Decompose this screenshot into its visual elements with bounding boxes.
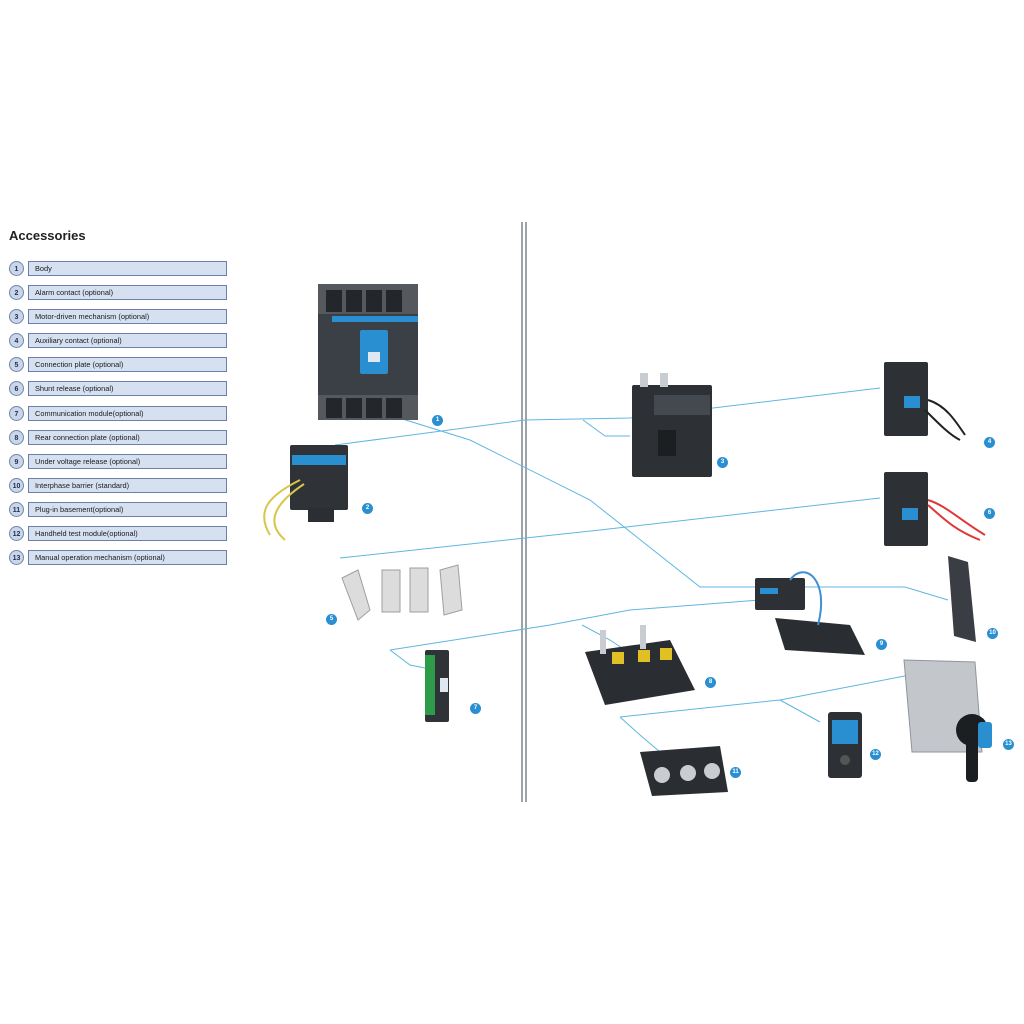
leader-line (389, 649, 426, 669)
leader-line (582, 419, 630, 437)
interphase-barrier-image (948, 556, 976, 642)
legend-label: Under voltage release (optional) (28, 453, 227, 469)
leader-line (389, 599, 761, 651)
legend-label: Plug-in basement(optional) (28, 501, 227, 517)
leader-line (779, 699, 821, 723)
legend-number: 4 (9, 333, 24, 349)
plug-in-basement-image (640, 746, 728, 796)
callout-badge: 10 (987, 628, 998, 639)
callout-badge: 8 (705, 677, 716, 688)
leader-line (619, 716, 661, 753)
legend-number: 7 (9, 405, 24, 421)
alarm-contact-image (263, 445, 348, 541)
manual-operation-mechanism-image (903, 659, 992, 782)
legend-number: 2 (9, 285, 24, 301)
callout-badge: 1 (432, 415, 443, 426)
divider-line (521, 222, 523, 802)
legend-label: Shunt release (optional) (28, 381, 227, 397)
page-title: Accessories (9, 228, 86, 243)
leader-lines (334, 387, 949, 753)
legend-label: Body (28, 261, 227, 276)
legend-number: 13 (9, 550, 24, 566)
legend-number: 9 (9, 453, 24, 469)
legend-label: Rear connection plate (optional) (28, 429, 227, 445)
leader-line (339, 497, 881, 559)
callout-badge: 11 (730, 767, 741, 778)
legend-label: Connection plate (optional) (28, 357, 227, 373)
rear-connection-plate-image (585, 625, 695, 705)
callout-badge: 9 (876, 639, 887, 650)
body-breaker-image (318, 284, 418, 420)
legend-label: Communication module(optional) (28, 405, 227, 421)
legend-label: Handheld test module(optional) (28, 526, 227, 542)
legend-number: 5 (9, 357, 24, 373)
motor-mechanism-image (632, 373, 712, 477)
legend-label: Motor-driven mechanism (optional) (28, 309, 227, 325)
legend-label: Manual operation mechanism (optional) (28, 550, 227, 566)
shunt-release-image (884, 472, 986, 546)
legend-label: Interphase barrier (standard) (28, 477, 227, 493)
legend-number: 3 (9, 309, 24, 325)
connection-plates-image (341, 564, 463, 621)
divider-line (525, 222, 527, 802)
callout-badge: 4 (984, 437, 995, 448)
callout-badge: 7 (470, 703, 481, 714)
legend-number: 6 (9, 381, 24, 397)
legend-label: Alarm contact (optional) (28, 285, 227, 301)
legend-number: 11 (9, 501, 24, 517)
legend-number: 8 (9, 429, 24, 445)
callout-badge: 13 (1003, 739, 1014, 750)
legend-number: 1 (9, 261, 24, 276)
leader-line (334, 387, 881, 446)
callout-badge: 6 (984, 508, 995, 519)
legend-label: Auxiliary contact (optional) (28, 333, 227, 349)
legend-number: 12 (9, 526, 24, 542)
callout-badge: 3 (717, 457, 728, 468)
auxiliary-contact-image (884, 362, 966, 441)
handheld-test-module-image (828, 712, 862, 778)
leader-line (379, 411, 949, 601)
under-voltage-release-image (755, 571, 865, 655)
legend-number: 10 (9, 477, 24, 493)
communication-module-image (425, 650, 449, 722)
legend-item: 1 Body (8, 261, 228, 278)
callout-badge: 12 (870, 749, 881, 760)
callout-badge: 2 (362, 503, 373, 514)
callout-badge: 5 (326, 614, 337, 625)
